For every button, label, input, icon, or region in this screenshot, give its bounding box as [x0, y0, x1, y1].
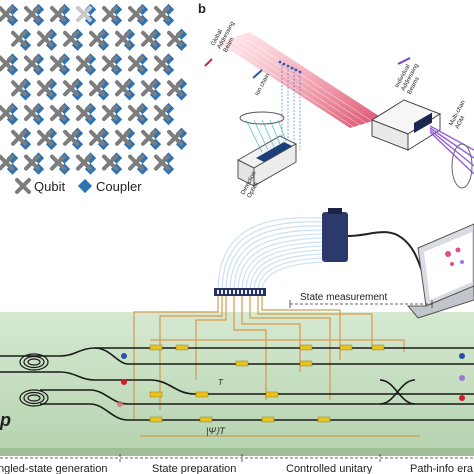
chip-logo: p — [0, 410, 11, 430]
qubit-legend-icon — [15, 178, 31, 194]
qubit — [50, 6, 66, 22]
panel-a-legend: Qubit Coupler — [15, 178, 142, 194]
fluorescence-lines — [281, 64, 301, 150]
qubit — [89, 129, 105, 146]
stage-label-controlled-unitary: Controlled unitary — [286, 463, 373, 474]
panel-a-lattice — [0, 3, 188, 175]
spiral-delay-lines — [19, 353, 49, 407]
phase-heaters — [149, 344, 385, 423]
qubit — [11, 30, 27, 47]
qubit — [115, 129, 131, 146]
qubit — [63, 80, 79, 97]
qubit — [141, 30, 157, 47]
stage-dividers — [0, 454, 474, 462]
qubit — [102, 105, 118, 122]
qubit — [63, 129, 79, 146]
detection-optics — [236, 111, 298, 187]
qubit — [167, 30, 183, 47]
qubit — [154, 6, 170, 22]
panel-b-label: b — [198, 1, 206, 16]
qubit — [24, 55, 40, 72]
fiber-bundle — [217, 216, 323, 293]
stage-label-path-info: Path-info era — [410, 463, 474, 474]
qubit — [141, 129, 157, 146]
laptop — [406, 223, 474, 319]
qubit — [11, 129, 27, 146]
multi-channel-aom — [370, 99, 442, 151]
detector-box — [322, 208, 429, 287]
qubit — [24, 154, 40, 171]
qubit — [37, 30, 53, 47]
qubit — [37, 129, 53, 146]
qubit — [50, 105, 66, 122]
qubit — [128, 105, 144, 122]
qubit — [24, 6, 40, 22]
qubit-legend-label: Qubit — [34, 179, 65, 194]
qubit — [37, 80, 53, 97]
qubit — [154, 154, 170, 171]
individual-beams-label: Individual Addressing Beams — [394, 63, 420, 96]
qubit — [167, 80, 183, 97]
qubit — [102, 154, 118, 171]
qubit — [24, 105, 40, 122]
aom-label: Multi-chan AOM — [448, 100, 467, 131]
qubit-defective — [76, 6, 92, 22]
qubit — [167, 129, 183, 146]
label-psi: |Ψ⟩T — [206, 426, 226, 436]
qubit — [141, 80, 157, 97]
stage-label-preparation: State preparation — [152, 463, 236, 474]
qubit — [76, 55, 92, 72]
qubit — [11, 80, 27, 97]
qubit — [128, 154, 144, 171]
photonic-chip — [0, 312, 474, 456]
qubit — [89, 30, 105, 47]
qubit — [0, 105, 14, 122]
qubit — [128, 6, 144, 22]
state-measurement-label: State measurement — [300, 292, 387, 303]
fiber-array-connector — [214, 288, 266, 296]
qubit — [154, 105, 170, 122]
qubit — [102, 55, 118, 72]
qubit — [102, 6, 118, 22]
global-beam-marker — [204, 58, 213, 67]
qubit — [128, 55, 144, 72]
qubit — [50, 154, 66, 171]
stage-label-entangled: ngled-state generation — [0, 463, 107, 474]
qubit — [0, 55, 14, 72]
qubit — [76, 154, 92, 171]
qubit — [50, 55, 66, 72]
qubit — [76, 105, 92, 122]
output-lens — [451, 143, 473, 189]
qubit — [0, 154, 14, 171]
global-beam-label: Global Addressing Beam — [210, 21, 236, 54]
qubit — [0, 6, 14, 22]
ion-chain-marker — [252, 69, 263, 79]
qubit — [115, 30, 131, 47]
photon-dots — [117, 353, 465, 407]
qubit — [63, 30, 79, 47]
svg-text:AOM: AOM — [455, 115, 467, 130]
qubit — [89, 80, 105, 97]
qubit — [115, 80, 131, 97]
qubit — [154, 55, 170, 72]
state-measurement-bracket — [289, 300, 433, 308]
coupler-legend-icon — [77, 178, 93, 194]
individual-beams-marker — [397, 57, 411, 65]
ion-chain-label: Ion chain — [254, 73, 271, 97]
fiber-array-pins — [217, 290, 263, 294]
coupler-legend-label: Coupler — [96, 179, 142, 194]
label-T: T — [218, 378, 224, 387]
